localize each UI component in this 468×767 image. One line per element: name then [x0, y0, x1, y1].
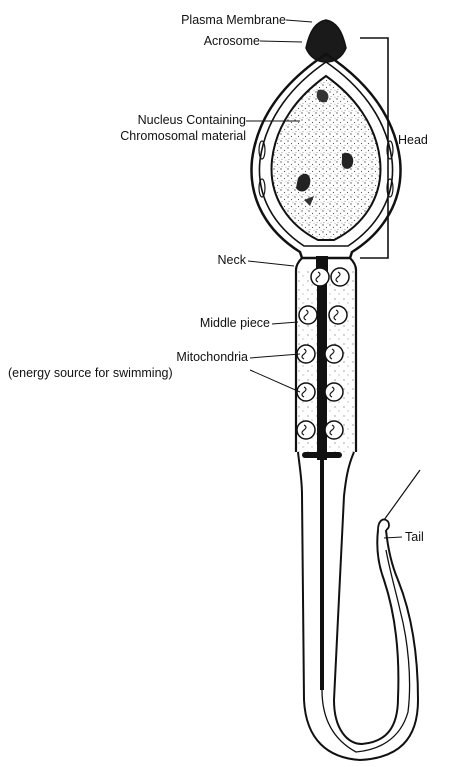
label-middle-piece: Middle piece — [130, 316, 270, 330]
nucleus-shape — [272, 76, 381, 240]
label-tail: Tail — [405, 530, 424, 544]
acrosome-shape — [306, 20, 346, 62]
label-nucleus-line2: Chromosomal material — [40, 129, 246, 143]
label-acrosome: Acrosome — [140, 34, 260, 48]
label-head: Head — [398, 133, 428, 147]
tail-shape — [298, 452, 420, 760]
label-plasma-membrane: Plasma Membrane — [120, 13, 286, 27]
label-mitochondria-line2: (energy source for swimming) — [8, 366, 173, 380]
label-mitochondria-line1: Mitochondria — [100, 350, 248, 364]
label-nucleus-line1: Nucleus Containing — [60, 113, 246, 127]
label-neck: Neck — [160, 253, 246, 267]
